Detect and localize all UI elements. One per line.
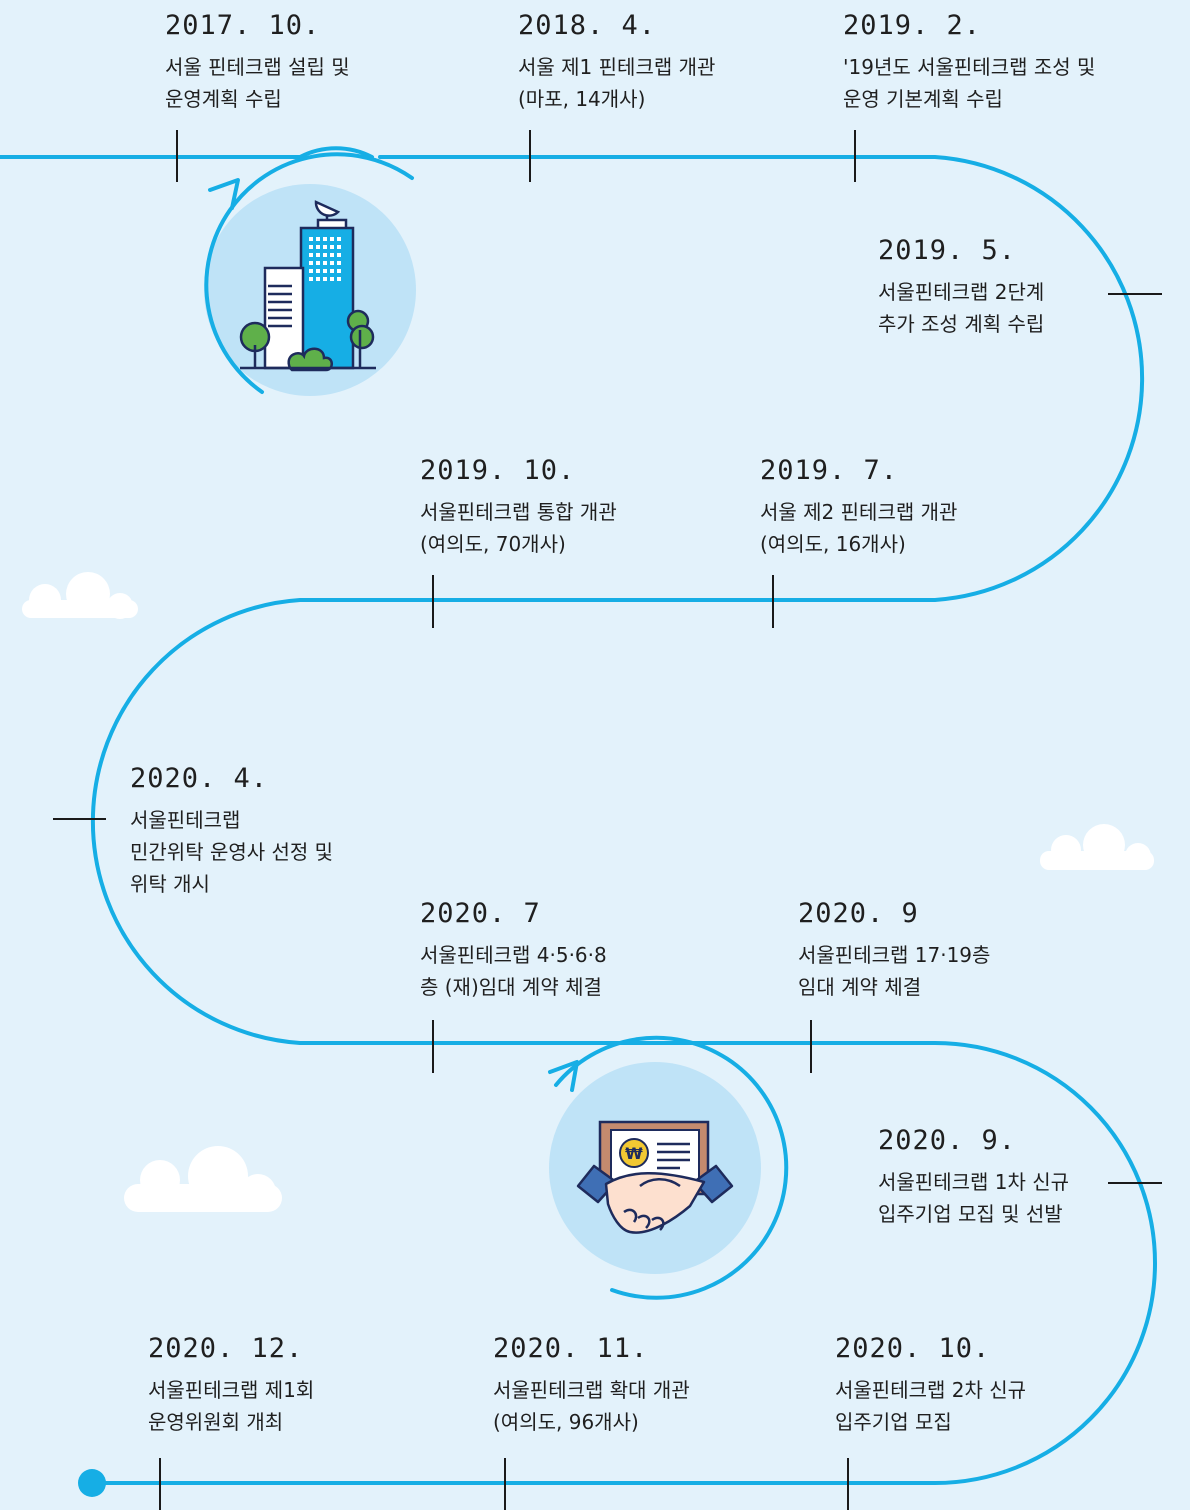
handshake-icon: ₩: [576, 1120, 734, 1234]
event-2020-11: 2020. 11. 서울핀테크랩 확대 개관(여의도, 96개사): [493, 1333, 690, 1438]
event-date: 2020. 11.: [493, 1333, 649, 1364]
cloud-icon: [22, 572, 138, 619]
arrow-icon: [208, 178, 240, 210]
event-2018-4: 2018. 4. 서울 제1 핀테크랩 개관(마포, 14개사): [518, 10, 715, 115]
event-2019-7: 2019. 7. 서울 제2 핀테크랩 개관(여의도, 16개사): [760, 455, 957, 560]
event-description: 서울 제1 핀테크랩 개관(마포, 14개사): [518, 55, 716, 111]
arrow-icon: [548, 1060, 579, 1092]
event-date: 2020. 9.: [878, 1125, 1017, 1156]
event-date: 2019. 7.: [760, 455, 899, 486]
timeline-path: [90, 155, 1145, 1045]
event-date: 2020. 9: [798, 898, 919, 929]
cloud-icon: [1040, 824, 1154, 870]
svg-text:₩: ₩: [625, 1144, 643, 1163]
building-icon: [239, 200, 376, 372]
event-date: 2020. 12.: [148, 1333, 304, 1364]
event-date: 2018. 4.: [518, 10, 657, 41]
handshake-illustration: ₩: [548, 1035, 789, 1300]
event-date: 2019. 2.: [843, 10, 982, 41]
event-date: 2017. 10.: [165, 10, 321, 41]
event-date: 2020. 4.: [130, 763, 269, 794]
dot-icon: [78, 1469, 106, 1497]
timeline-line-top: [0, 146, 374, 159]
event-2019-10: 2019. 10. 서울핀테크랩 통합 개관(여의도, 70개사): [420, 455, 617, 560]
cloud-icon: [124, 1146, 282, 1212]
event-description: 서울핀테크랩 확대 개관(여의도, 96개사): [493, 1378, 690, 1434]
event-date: 2020. 10.: [835, 1333, 991, 1364]
event-date: 2019. 10.: [420, 455, 576, 486]
event-date: 2020. 7: [420, 898, 541, 929]
building-illustration: [204, 152, 416, 396]
event-date: 2019. 5.: [878, 235, 1017, 266]
event-description: 서울핀테크랩 통합 개관(여의도, 70개사): [420, 500, 617, 556]
timeline-path-lower: [90, 1041, 1157, 1485]
event-description: 서울 제2 핀테크랩 개관(여의도, 16개사): [760, 500, 958, 556]
won-coin-icon: ₩: [619, 1138, 649, 1168]
